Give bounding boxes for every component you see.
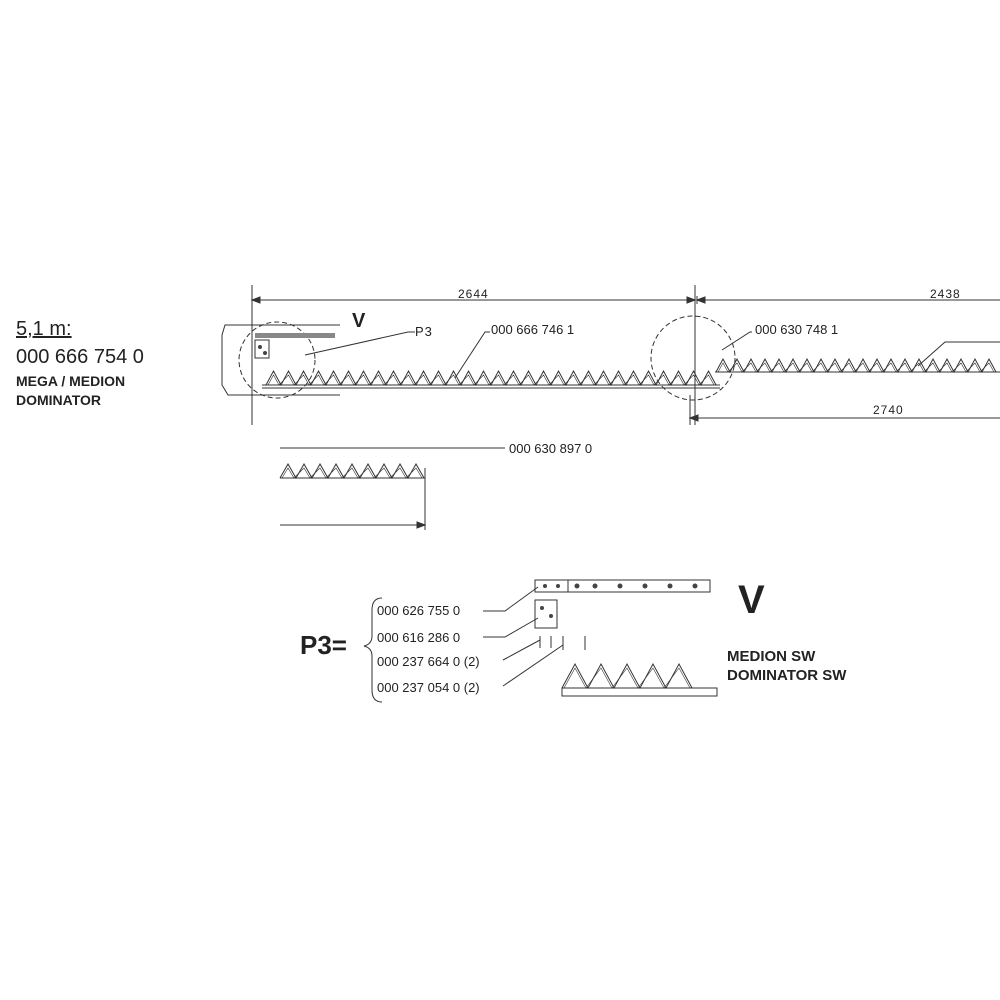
p3-plate [534,579,711,593]
knife-teeth-section [279,462,425,480]
dim-2740: 2740 [873,403,904,417]
knife-left-part: 000 666 746 1 [491,322,575,337]
p3-part-4: 000 237 054 0 (2) [377,680,480,695]
v-marker-top: V [352,310,366,332]
knife-teeth-left [265,369,717,387]
size-label: 5,1 m: [16,318,72,340]
model-line-1: MEGA / MEDION [16,373,126,389]
knife-teeth-right [715,357,997,374]
p3-part-3: 000 237 664 0 (2) [377,654,480,669]
detail-circle-left [238,321,316,399]
model-line-2: DOMINATOR [16,392,102,408]
dim-2438: 2438 [930,287,961,301]
knife-teeth-right-inner [717,362,995,373]
sw-line-1: MEDION SW [727,648,816,665]
knife-teeth-left-inner [267,374,715,386]
knife-teeth-detail-inner [563,667,691,689]
knife-right-part: 000 630 748 1 [755,322,839,337]
detail-circle-right [650,315,736,401]
dim-2644: 2644 [458,287,489,301]
v-marker-detail: V [738,578,765,622]
sw-line-2: DOMINATOR SW [727,667,847,684]
main-part-number: 000 666 754 0 [16,346,144,368]
p3-part-1: 000 626 755 0 [377,603,461,618]
p3-callout: P3 [415,324,433,339]
knife-section-part: 000 630 897 0 [509,441,593,456]
p3-title: P3= [300,630,347,660]
p3-part-2: 000 616 286 0 [377,630,461,645]
knife-teeth-section-inner [281,467,423,479]
